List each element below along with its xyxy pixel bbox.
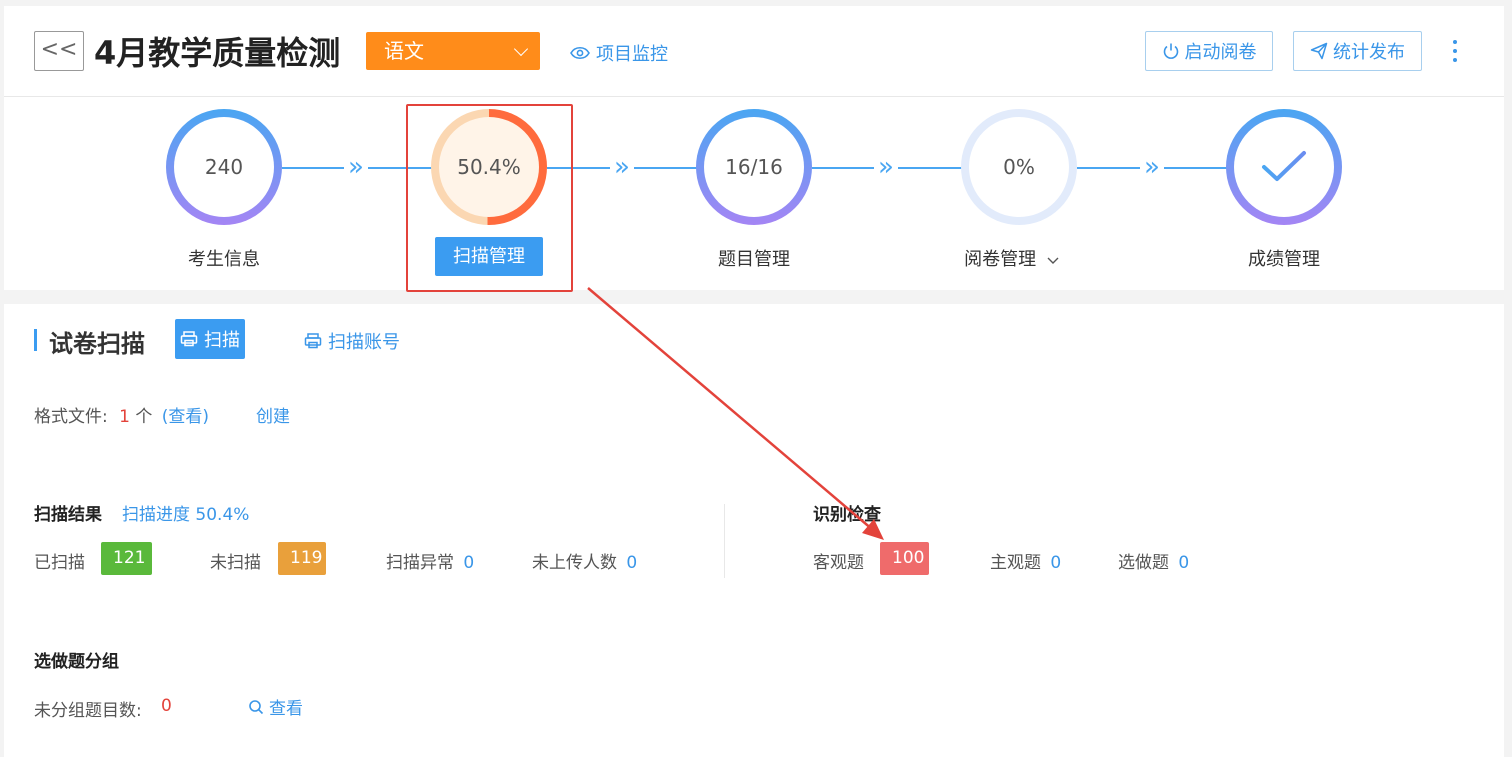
- subjective-item: 主观题 0: [990, 548, 1061, 573]
- chevron-down-icon: [1047, 257, 1059, 264]
- not-uploaded-value[interactable]: 0: [626, 553, 638, 573]
- project-monitor-link[interactable]: 项目监控: [570, 40, 668, 66]
- format-create-link[interactable]: 创建: [256, 407, 290, 427]
- scan-button-label: 扫描: [204, 330, 240, 351]
- step-value: 50.4%: [439, 117, 539, 217]
- check-icon: [1262, 151, 1306, 181]
- recognition-check-title: 识别检查: [813, 505, 881, 525]
- step-value: 240: [174, 117, 274, 217]
- publish-stats-label: 统计发布: [1333, 42, 1405, 63]
- step-circle-marking-management[interactable]: 0%: [961, 109, 1077, 225]
- project-monitor-label: 项目监控: [596, 44, 668, 65]
- step-value: 16/16: [704, 117, 804, 217]
- optional-label: 选做题: [1118, 553, 1169, 573]
- double-arrow-icon: »: [874, 153, 898, 181]
- optional-group-title: 选做题分组: [34, 652, 119, 672]
- step-label-question-management[interactable]: 题目管理: [718, 249, 790, 270]
- step-label-text: 阅卷管理: [964, 249, 1037, 270]
- printer-icon: [180, 331, 198, 347]
- chevron-down-icon: [513, 41, 529, 57]
- annotation-highlight-box: [406, 104, 573, 292]
- scan-abnormal-label: 扫描异常: [386, 553, 454, 573]
- vertical-divider: [724, 504, 725, 578]
- step-check: [1234, 117, 1334, 217]
- eye-icon: [570, 46, 590, 60]
- start-marking-button[interactable]: 启动阅卷: [1145, 31, 1273, 71]
- ungrouped-view-label: 查看: [269, 699, 303, 719]
- format-file-count: 1: [119, 407, 130, 427]
- section-marker: [34, 329, 37, 351]
- format-file-unit: 个: [135, 407, 153, 427]
- step-value: 0%: [969, 117, 1069, 217]
- start-marking-label: 启动阅卷: [1184, 42, 1257, 63]
- step-circle-score-management[interactable]: [1226, 109, 1342, 225]
- ungrouped-value: 0: [161, 696, 172, 716]
- step-label-score-management[interactable]: 成绩管理: [1248, 249, 1320, 270]
- search-icon: [249, 699, 264, 714]
- step-circle-question-management[interactable]: 16/16: [696, 109, 812, 225]
- ungrouped-view-link[interactable]: 查看: [248, 694, 303, 719]
- back-button[interactable]: <<: [34, 31, 84, 71]
- scan-result-title: 扫描结果: [34, 505, 102, 525]
- objective-label: 客观题: [813, 553, 864, 573]
- scan-progress-link[interactable]: 扫描进度 50.4%: [122, 505, 250, 525]
- step-circle-scan-management[interactable]: 50.4%: [431, 109, 547, 225]
- format-file-row: 格式文件: 1 个 (查看): [34, 402, 209, 427]
- subject-select-value: 语文: [384, 39, 424, 63]
- scan-account-label: 扫描账号: [328, 332, 400, 353]
- not-uploaded-label: 未上传人数: [532, 553, 617, 573]
- publish-stats-button[interactable]: 统计发布: [1293, 31, 1422, 71]
- section-title: 试卷扫描: [49, 330, 145, 358]
- workflow-steps: » » » » 240 考生信息 50.4% 扫描管理 16/16 题目管理 0…: [4, 97, 1504, 290]
- unscanned-count-badge[interactable]: 119: [278, 542, 326, 575]
- not-uploaded-item: 未上传人数 0: [532, 548, 637, 573]
- double-arrow-icon: »: [610, 153, 634, 181]
- subjective-label: 主观题: [990, 553, 1041, 573]
- double-arrow-icon: »: [344, 153, 368, 181]
- scanned-label: 已扫描: [34, 553, 85, 573]
- optional-item: 选做题 0: [1118, 548, 1189, 573]
- scan-management-button[interactable]: 扫描管理: [435, 237, 543, 276]
- format-view-link[interactable]: (查看): [161, 407, 210, 427]
- scanned-count-badge[interactable]: 121: [101, 542, 152, 575]
- double-arrow-icon: »: [1140, 153, 1164, 181]
- scan-panel: 试卷扫描 扫描 扫描账号 格式文件: 1 个 (查看) 创建 扫描结果 扫描进度…: [4, 304, 1504, 757]
- subject-select[interactable]: 语文: [366, 32, 540, 70]
- ungrouped-label: 未分组题目数:: [34, 701, 142, 721]
- optional-value[interactable]: 0: [1178, 553, 1190, 573]
- more-menu-icon[interactable]: [1446, 40, 1464, 62]
- power-icon: [1163, 43, 1178, 59]
- subjective-value[interactable]: 0: [1050, 553, 1062, 573]
- format-file-label: 格式文件:: [34, 407, 108, 427]
- scan-button[interactable]: 扫描: [175, 319, 245, 359]
- page-title: 4月教学质量检测: [94, 34, 341, 72]
- unscanned-label: 未扫描: [210, 553, 261, 573]
- step-label-student-info[interactable]: 考生信息: [188, 249, 260, 270]
- scan-abnormal-item: 扫描异常 0: [386, 548, 474, 573]
- send-icon: [1310, 42, 1328, 60]
- header-bar: << 4月教学质量检测 语文 项目监控 启动阅卷 统计发布: [4, 6, 1504, 97]
- scan-account-link[interactable]: 扫描账号: [304, 328, 400, 354]
- step-circle-student-info[interactable]: 240: [166, 109, 282, 225]
- printer-icon: [304, 333, 322, 349]
- scan-abnormal-value[interactable]: 0: [463, 553, 475, 573]
- objective-count-badge[interactable]: 100: [880, 542, 929, 575]
- step-label-marking-management[interactable]: 阅卷管理: [932, 245, 1092, 271]
